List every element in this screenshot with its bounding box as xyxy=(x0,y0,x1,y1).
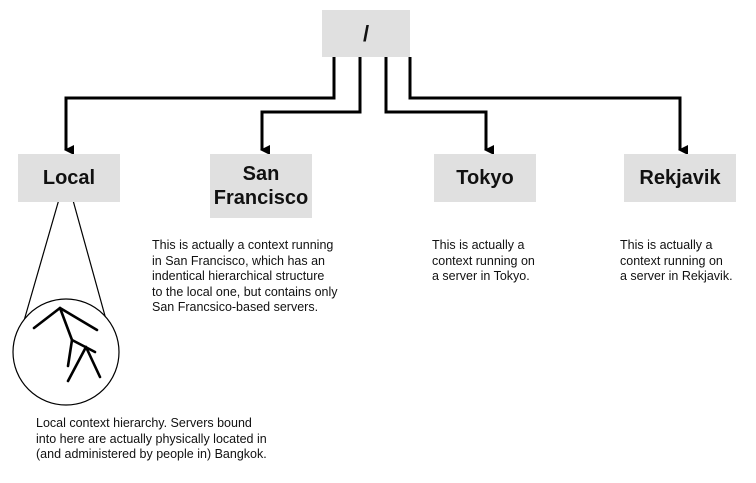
root-node: / xyxy=(322,10,410,57)
node-san-francisco: San Francisco xyxy=(210,154,312,218)
edge-to-rekjavik xyxy=(408,57,688,155)
node-tokyo: Tokyo xyxy=(434,154,536,202)
description-local: Local context hierarchy. Servers bound i… xyxy=(36,416,267,461)
node-san-francisco-line1: San xyxy=(242,163,280,185)
description-rekjavik: This is actually a context running on a … xyxy=(620,238,733,283)
node-rekjavik: Rekjavik xyxy=(624,154,736,202)
edge-to-san-francisco xyxy=(260,57,362,155)
edge-to-tokyo xyxy=(384,57,494,155)
tree-icon xyxy=(32,306,102,383)
description-san-francisco: This is actually a context running in Sa… xyxy=(152,238,338,314)
edge-to-local xyxy=(64,57,336,155)
node-local-label: Local xyxy=(42,166,96,189)
node-rekjavik-label: Rekjavik xyxy=(639,166,721,189)
description-tokyo: This is actually a context running on a … xyxy=(432,238,535,283)
node-tokyo-label: Tokyo xyxy=(456,166,514,189)
node-san-francisco-line2: Francisco xyxy=(213,187,309,209)
root-label: / xyxy=(362,20,370,46)
zoom-circle xyxy=(12,298,120,406)
node-local: Local xyxy=(18,154,120,202)
